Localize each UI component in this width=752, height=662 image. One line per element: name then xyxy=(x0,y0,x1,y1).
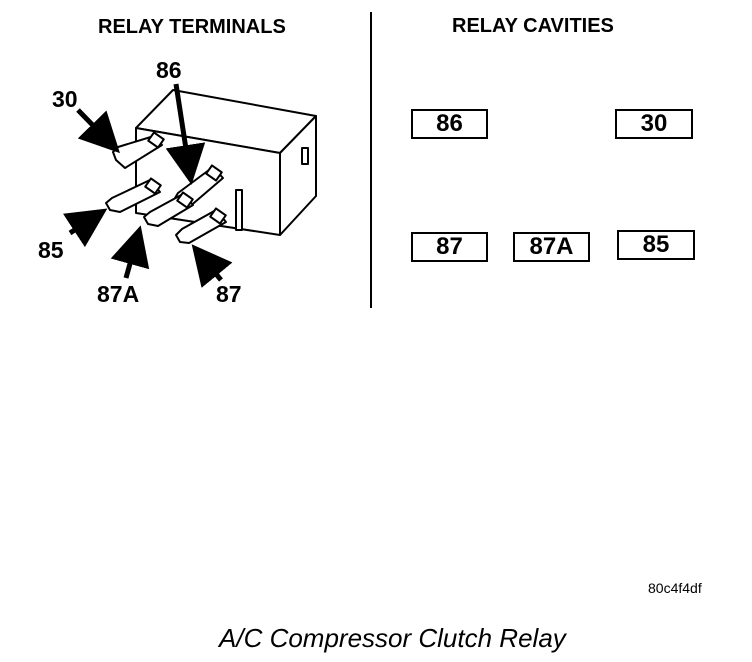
cavity-30: 30 xyxy=(615,109,693,139)
pin-base-87 xyxy=(209,207,227,225)
cavity-87a: 87A xyxy=(513,232,590,262)
figure-id: 80c4f4df xyxy=(648,580,702,596)
arrow-30 xyxy=(76,108,120,154)
relay-cavities-heading: RELAY CAVITIES xyxy=(452,15,614,37)
arrow-87a xyxy=(110,225,150,279)
cavity-86: 86 xyxy=(411,109,488,139)
pin-base-86 xyxy=(205,164,223,182)
cavity-85: 85 xyxy=(617,230,695,260)
arrow-85 xyxy=(62,208,108,248)
terminal-label-87a: 87A xyxy=(97,281,140,307)
pin-base-30 xyxy=(147,131,165,149)
relay-front-slot xyxy=(235,189,243,231)
arrow-87 xyxy=(191,244,233,288)
cavity-87: 87 xyxy=(411,232,488,262)
arrow-86 xyxy=(165,83,206,185)
leader-arrows xyxy=(62,83,233,288)
terminal-label-87: 87 xyxy=(216,281,242,307)
relay-side-face xyxy=(279,115,317,236)
figure-caption: A/C Compressor Clutch Relay xyxy=(219,623,566,653)
relay-terminals-heading: RELAY TERMINALS xyxy=(98,16,286,38)
terminal-label-85: 85 xyxy=(38,237,64,263)
terminal-label-30: 30 xyxy=(52,86,78,112)
pin-base-85 xyxy=(144,177,162,195)
pin-base-87a xyxy=(176,191,194,209)
relay-side-tab xyxy=(301,147,309,165)
terminal-label-86: 86 xyxy=(156,57,182,83)
